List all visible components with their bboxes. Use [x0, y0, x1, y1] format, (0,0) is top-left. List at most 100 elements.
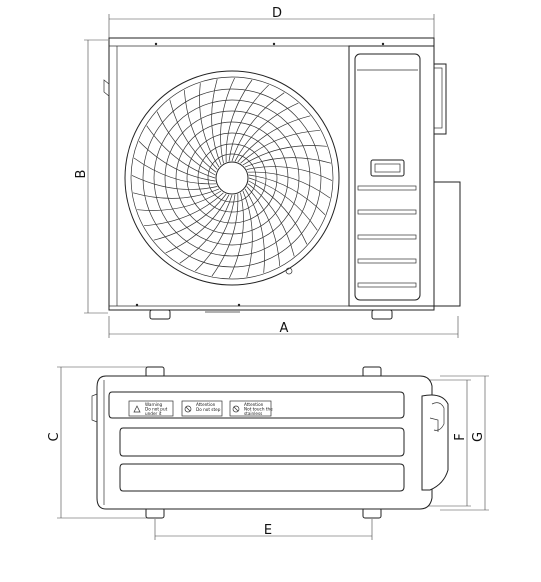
grille-spoke: [246, 166, 333, 181]
valve-stem: [429, 417, 439, 432]
grille-ring: [142, 88, 322, 268]
screw: [272, 42, 276, 46]
grille-spoke: [133, 157, 217, 185]
grille-spoke: [242, 145, 327, 166]
louver: [357, 209, 417, 215]
label-line1: Not touch the: [244, 407, 273, 412]
louver: [357, 282, 417, 288]
dim-label-f: F: [453, 433, 468, 440]
fan-guard-inner-ring: [130, 76, 334, 280]
top-slat-3: [119, 463, 405, 492]
grille-spoke: [229, 192, 244, 279]
left-hook: [103, 79, 110, 97]
grille-spoke: [179, 194, 233, 264]
grille-spoke: [237, 115, 311, 163]
grille-spoke: [247, 171, 331, 199]
grille-spoke: [133, 188, 220, 199]
label-box: [229, 400, 272, 417]
louver: [357, 234, 417, 240]
side-grille-frame: [354, 53, 421, 301]
dim-label-b: B: [74, 170, 89, 179]
grille-spoke: [199, 83, 220, 168]
handle-recess: [370, 159, 405, 177]
screw: [135, 303, 139, 307]
grille-ring: [197, 143, 267, 213]
label-box: [181, 400, 223, 417]
grille-spoke: [248, 174, 326, 215]
left-tab: [91, 393, 98, 423]
grille-spoke: [247, 183, 295, 257]
dim-label-d: D: [272, 6, 282, 21]
top-view: C F G E: [47, 366, 489, 540]
louver: [357, 185, 417, 191]
grille-spoke: [246, 186, 281, 266]
grille-spoke: [153, 193, 227, 241]
label-title: Attention: [244, 402, 264, 407]
side-louvers: [357, 185, 417, 288]
label-box: [128, 400, 174, 417]
louver: [357, 258, 417, 264]
grille-spoke: [156, 111, 216, 176]
fan-hub: [215, 161, 249, 195]
grille-spoke: [225, 79, 253, 163]
warning-triangle-icon: [133, 405, 141, 413]
grille-spoke: [244, 188, 265, 273]
grille-spoke: [211, 79, 222, 166]
handle-inner: [374, 163, 401, 173]
grille-spoke: [138, 141, 216, 182]
screw: [154, 42, 158, 46]
grille-ring: [164, 110, 300, 246]
grille-spoke: [137, 190, 222, 211]
top-slat-2: [119, 427, 405, 457]
grille-spoke: [195, 194, 236, 272]
fan-guard-outer-ring: [124, 70, 340, 286]
dim-label-e: E: [264, 523, 272, 538]
no-step-slash: [185, 406, 191, 412]
valve-cap: [431, 402, 445, 431]
dim-label-a: A: [280, 321, 289, 336]
grille-spoke: [144, 192, 224, 227]
label-line2: stainless: [244, 411, 262, 416]
grille-spoke: [244, 157, 331, 168]
grille-spoke: [240, 129, 320, 164]
attention-label: Attention Do not step: [181, 400, 223, 417]
caution-icon: [232, 405, 240, 413]
label-line2: under it: [145, 411, 162, 416]
grille-spoke: [131, 175, 218, 190]
fan-guard: [124, 70, 340, 286]
top-slat-1: [108, 391, 405, 419]
grille-spoke: [231, 92, 285, 162]
grille-ring: [153, 99, 311, 257]
grille-spoke: [169, 99, 217, 173]
label-line1: Do not step: [196, 407, 221, 412]
grille-spoke: [211, 193, 239, 277]
dim-label-g: G: [471, 432, 486, 442]
grille-ring: [186, 132, 278, 224]
screw: [237, 303, 241, 307]
grille-spoke: [220, 77, 235, 164]
grille-spoke: [234, 102, 299, 162]
grille-spoke: [228, 84, 269, 162]
grille-spoke: [242, 190, 253, 277]
grille-spoke: [183, 90, 218, 170]
label-title: Attention: [196, 402, 216, 407]
guard-screw: [285, 267, 293, 275]
grille-spoke: [248, 177, 318, 231]
grille-ring: [207, 153, 257, 203]
label-title: Warning: [145, 402, 163, 407]
foot-right: [371, 309, 393, 320]
grille-spoke: [248, 180, 308, 245]
foot-left: [149, 309, 171, 320]
caution-slash: [233, 406, 239, 412]
attention-label: Attention Not touch the stainless: [229, 400, 273, 417]
screw: [381, 42, 385, 46]
grille-spoke: [165, 194, 230, 254]
grille-spoke: [146, 125, 216, 179]
dim-label-c: C: [47, 432, 62, 441]
top-valve-cover: [421, 394, 449, 491]
front-view: D B A: [74, 6, 461, 338]
no-step-icon: [184, 405, 192, 413]
label-line1: Do not put: [145, 407, 168, 412]
